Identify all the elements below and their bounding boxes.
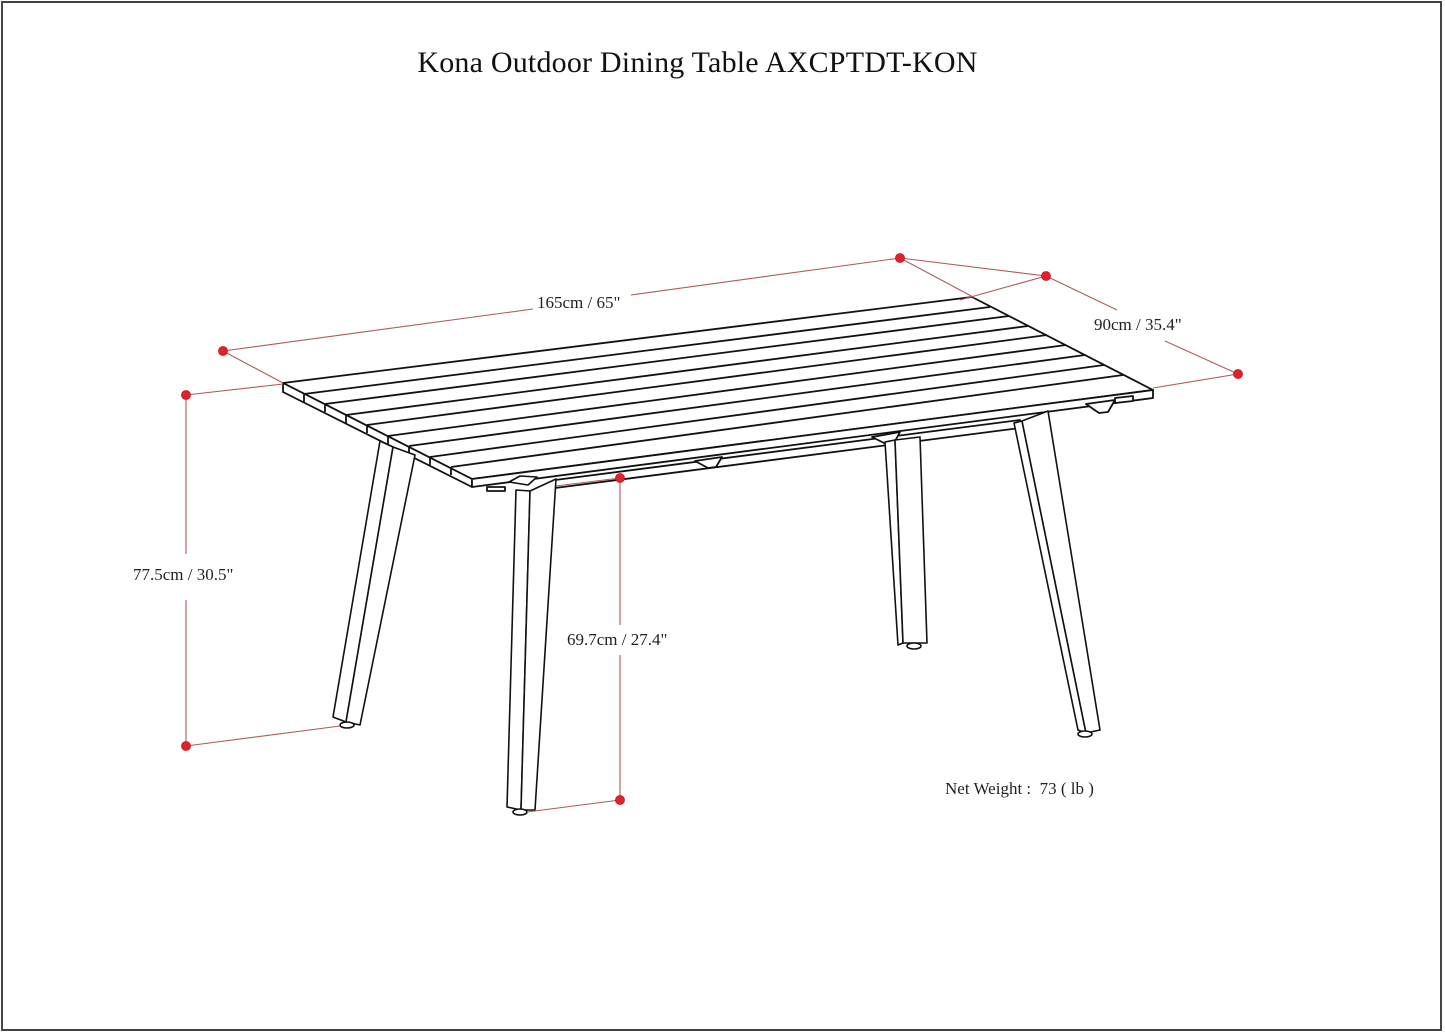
dot-height-top bbox=[181, 390, 191, 400]
dot-depth-top bbox=[1041, 271, 1051, 281]
net-weight-label: Net Weight : bbox=[945, 779, 1032, 798]
dot-clearance-bottom bbox=[615, 795, 625, 805]
dot-clearance-top bbox=[615, 473, 625, 483]
diagram-title: Kona Outdoor Dining Table AXCPTDT-KON bbox=[417, 46, 978, 79]
table-top bbox=[282, 296, 1154, 492]
dimension-lines bbox=[185, 257, 1239, 813]
dot-height-bottom bbox=[181, 741, 191, 751]
leg-front-left bbox=[506, 475, 557, 816]
table-legs bbox=[332, 410, 1101, 816]
width-dimension-label: 165cm / 65" bbox=[534, 293, 624, 313]
net-weight: Net Weight : 73 ( lb ) bbox=[945, 779, 1094, 799]
dimension-dots bbox=[181, 253, 1243, 805]
net-weight-unit: ( lb ) bbox=[1060, 779, 1094, 798]
dot-width-right bbox=[895, 253, 905, 263]
net-weight-value: 73 bbox=[1039, 779, 1057, 798]
leg-back-right bbox=[884, 436, 928, 650]
dot-width-left bbox=[218, 346, 228, 356]
depth-dimension-label: 90cm / 35.4" bbox=[1091, 315, 1185, 335]
leg-back-left bbox=[332, 440, 416, 729]
dot-depth-bottom bbox=[1233, 369, 1243, 379]
height-dimension-label: 77.5cm / 30.5" bbox=[130, 565, 237, 585]
clearance-dimension-label: 69.7cm / 27.4" bbox=[564, 630, 671, 650]
leg-front-right bbox=[1013, 410, 1101, 738]
